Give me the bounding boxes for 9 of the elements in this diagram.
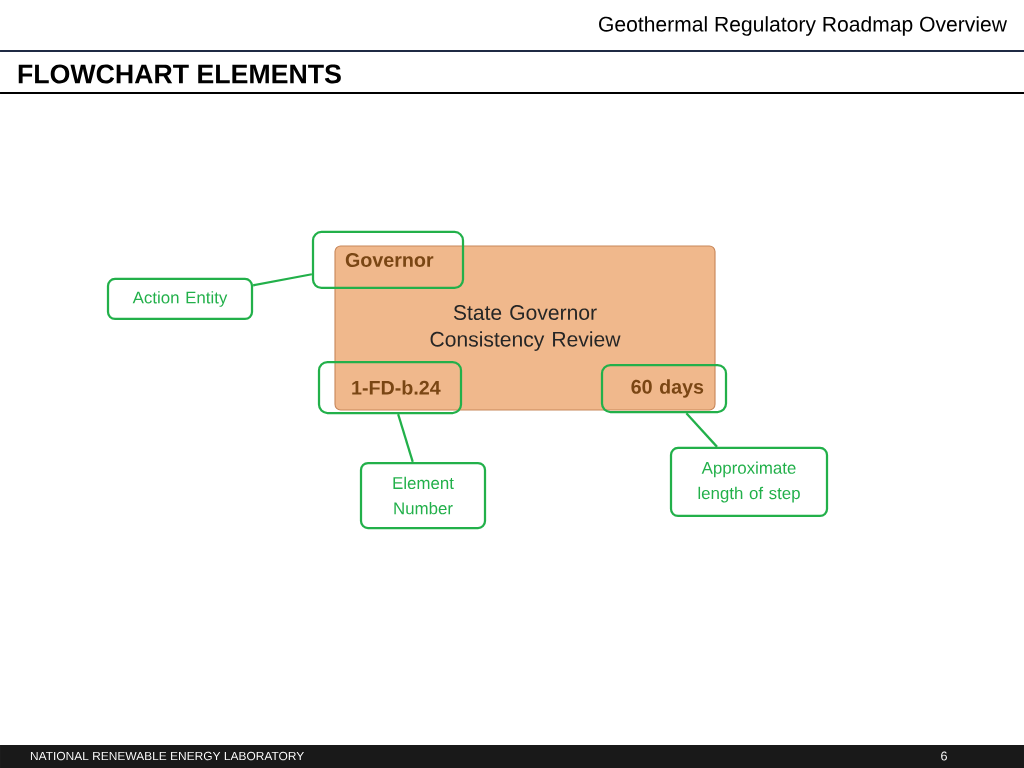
callout-box: Element Number — [359, 461, 487, 530]
page-number: 6 — [941, 751, 947, 761]
highlight-box: 1-FD-b.24 — [317, 360, 463, 415]
section-heading: FLOWCHART ELEMENTS — [18, 64, 341, 84]
callout-box: Approximate length of step — [669, 446, 829, 518]
highlight-box: Governor — [311, 230, 465, 290]
callout-box: Action Entity — [106, 277, 254, 321]
slide-title: Geothermal Regulatory Roadmap Overview — [599, 16, 1007, 36]
highlight-box: 60 days — [600, 363, 728, 414]
